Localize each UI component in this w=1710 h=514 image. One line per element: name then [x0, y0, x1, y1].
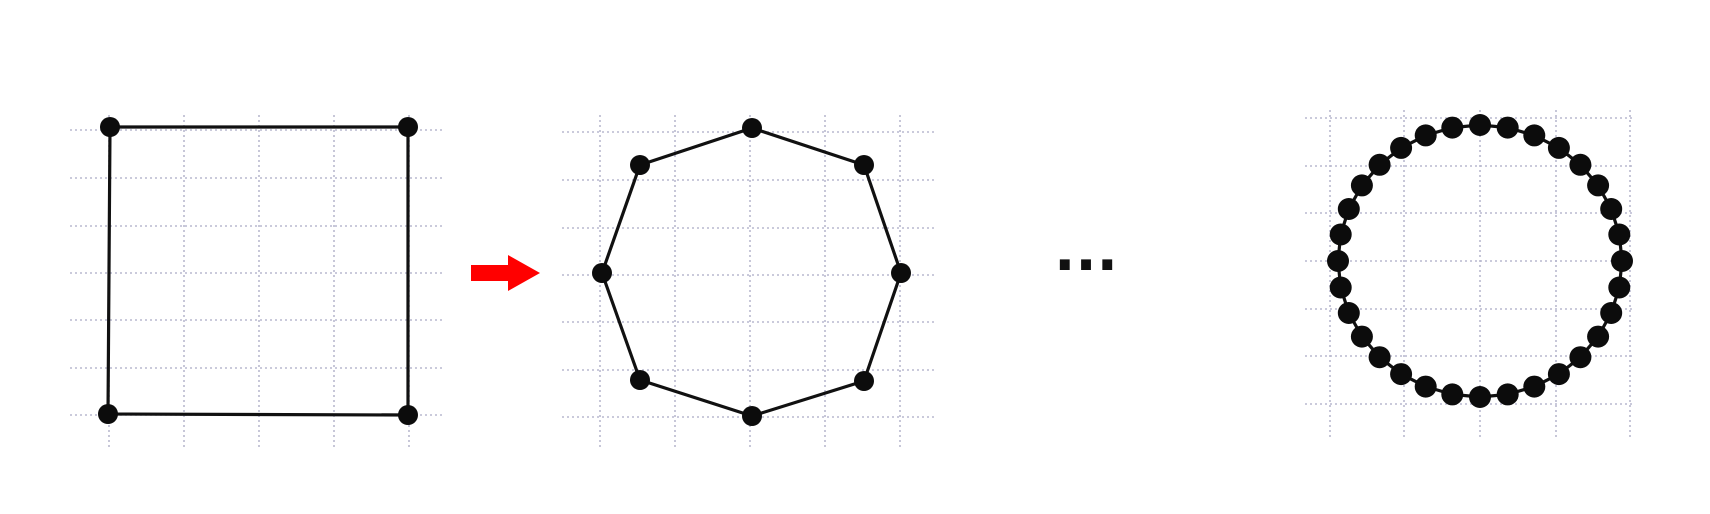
circle-vertex — [1587, 325, 1610, 348]
circle-vertex — [1414, 124, 1437, 147]
circle-vertex — [1469, 114, 1491, 136]
circle-vertex — [1368, 153, 1391, 176]
circle-vertex — [1337, 302, 1360, 324]
circle-vertex — [1368, 346, 1391, 369]
circle-vertex — [1608, 276, 1631, 299]
square-vertex — [98, 404, 118, 424]
circle-vertex — [1390, 363, 1413, 386]
circle-vertex — [1608, 223, 1631, 246]
square-vertex — [398, 117, 418, 137]
octagon-vertex — [592, 263, 612, 283]
octagon-grid — [562, 115, 935, 450]
circle-vertex — [1469, 386, 1491, 408]
square-vertices — [98, 117, 418, 425]
circle-vertex — [1587, 174, 1610, 197]
circle-vertex — [1569, 346, 1592, 369]
square-vertex — [100, 117, 120, 137]
circle-vertex — [1441, 116, 1464, 139]
circle-vertex — [1414, 375, 1437, 398]
square-grid — [70, 115, 445, 450]
octagon-vertex — [891, 263, 911, 283]
circle-grid — [1305, 110, 1632, 440]
circle-vertex — [1523, 124, 1546, 147]
octagon-vertex — [854, 371, 874, 391]
ellipsis: ... — [1054, 219, 1118, 284]
octagon-vertex — [630, 155, 650, 175]
circle-vertex — [1327, 250, 1349, 272]
circle-vertices — [1327, 114, 1633, 408]
square-outline — [106, 125, 410, 417]
circle-vertex — [1496, 383, 1519, 406]
circle-vertex — [1329, 276, 1352, 299]
circle-vertex — [1600, 302, 1623, 324]
circle-vertex — [1441, 383, 1464, 406]
octagon-vertex — [854, 155, 874, 175]
red-arrow-icon — [471, 255, 540, 291]
circle-vertex — [1523, 375, 1546, 398]
circle-vertex — [1337, 198, 1360, 220]
circle-vertex — [1600, 198, 1623, 220]
circle-vertex — [1329, 223, 1352, 246]
circle-vertex — [1547, 136, 1570, 159]
circle-vertex — [1390, 136, 1413, 159]
circle-vertex — [1350, 174, 1373, 197]
circle-vertex — [1547, 363, 1570, 386]
circle-vertex — [1350, 325, 1373, 348]
octagon-stage — [562, 115, 935, 450]
square-vertex — [398, 405, 418, 425]
octagon-vertex — [630, 370, 650, 390]
circle-vertex — [1569, 153, 1592, 176]
square-stage — [70, 115, 445, 450]
octagon-vertex — [742, 118, 762, 138]
octagon-vertices — [592, 118, 911, 426]
circle-stage — [1305, 110, 1633, 440]
circle-vertex — [1611, 250, 1633, 272]
circle-vertex — [1496, 116, 1519, 139]
octagon-vertex — [742, 406, 762, 426]
